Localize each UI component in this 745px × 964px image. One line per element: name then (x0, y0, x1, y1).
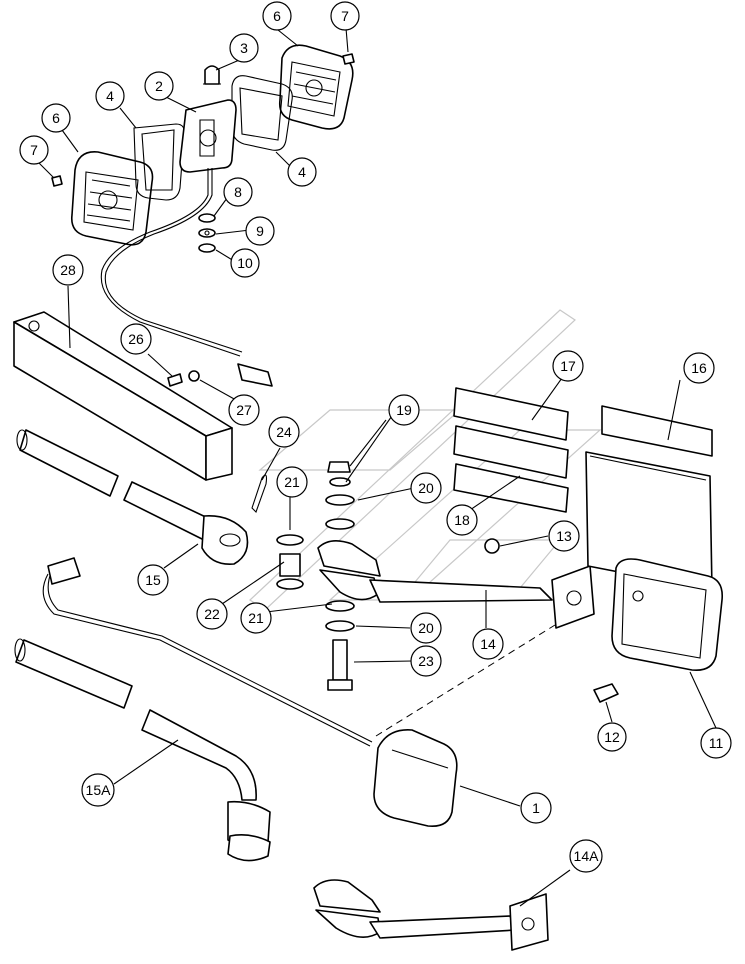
arm-tube-lower (14, 638, 271, 862)
arm-bracket-right (317, 540, 595, 629)
svg-text:14A: 14A (574, 848, 600, 864)
callout-12: 12 (597, 722, 627, 752)
callout-3: 3 (229, 33, 259, 63)
screw-upper (342, 53, 355, 65)
svg-text:13: 13 (556, 528, 572, 544)
callout-18: 18 (446, 504, 478, 536)
svg-text:9: 9 (256, 223, 264, 239)
callout-10: 10 (230, 248, 260, 278)
callout-6a: 6 (262, 1, 292, 31)
svg-text:10: 10 (237, 255, 253, 271)
svg-text:15: 15 (145, 572, 161, 588)
lamp-lens-left (70, 151, 154, 246)
svg-text:3: 3 (240, 40, 248, 56)
svg-text:4: 4 (106, 88, 114, 104)
small-nut (188, 370, 200, 382)
svg-text:4: 4 (298, 164, 306, 180)
svg-text:22: 22 (204, 606, 220, 622)
callout-20b: 20 (410, 612, 442, 644)
svg-text:26: 26 (128, 331, 144, 347)
arm-tube-upper (16, 429, 249, 565)
lower-wire (42, 557, 373, 747)
small-bolt (167, 373, 183, 387)
callout-4a: 4 (95, 81, 125, 111)
leader-lines (35, 27, 717, 907)
screw-lower (51, 175, 63, 187)
callout-7b: 7 (19, 135, 49, 165)
lamp-housing-plate (179, 99, 237, 173)
callout-21b: 21 (240, 602, 272, 634)
bolt-long (327, 639, 353, 691)
callout-13: 13 (548, 520, 580, 552)
callout-14: 14 (472, 628, 504, 660)
svg-text:2: 2 (155, 78, 163, 94)
mirror-glass-16 (601, 405, 713, 457)
callout-20a: 20 (410, 472, 442, 504)
bracket-nut (484, 538, 500, 554)
callout-15: 15 (137, 564, 169, 596)
callout-7a: 7 (330, 1, 360, 31)
alignment-line (375, 624, 556, 737)
pad-18 (453, 425, 569, 513)
callout-17: 17 (552, 350, 584, 382)
svg-text:12: 12 (604, 729, 620, 745)
washer-stack-left (276, 534, 304, 590)
svg-text:6: 6 (52, 110, 60, 126)
callout-26: 26 (120, 323, 152, 355)
svg-text:8: 8 (234, 184, 242, 200)
svg-text:19: 19 (396, 402, 412, 418)
callout-15A: 15A (81, 773, 115, 807)
callout-11: 11 (700, 727, 732, 759)
callout-1: 1 (520, 792, 552, 824)
callout-19: 19 (388, 394, 420, 426)
callout-28: 28 (52, 254, 84, 286)
callout-23: 23 (410, 645, 442, 677)
svg-text:1: 1 (532, 800, 540, 816)
svg-text:17: 17 (560, 358, 576, 374)
lamp-wire (100, 168, 273, 387)
callout-24: 24 (268, 416, 300, 448)
callout-2: 2 (144, 71, 174, 101)
callout-21a: 21 (276, 466, 308, 498)
svg-text:7: 7 (30, 142, 38, 158)
svg-text:27: 27 (236, 402, 252, 418)
mirror-housing (611, 558, 724, 672)
callout-22: 22 (196, 598, 228, 630)
svg-text:18: 18 (454, 512, 470, 528)
callout-14A: 14A (569, 839, 603, 873)
svg-text:15A: 15A (86, 782, 112, 798)
svg-text:28: 28 (60, 262, 76, 278)
pad-17 (453, 387, 569, 441)
svg-text:14: 14 (480, 636, 496, 652)
svg-text:16: 16 (691, 360, 707, 376)
callout-8: 8 (223, 177, 253, 207)
callout-27: 27 (228, 394, 260, 426)
bulb (203, 65, 221, 85)
svg-text:21: 21 (284, 474, 300, 490)
svg-text:20: 20 (418, 620, 434, 636)
svg-text:20: 20 (418, 480, 434, 496)
svg-text:23: 23 (418, 653, 434, 669)
mounting-bar (13, 311, 233, 481)
lamp-lens-right (278, 44, 354, 130)
lamp-unit (373, 729, 458, 828)
clip-pin (251, 474, 268, 514)
washer-stack-right (325, 461, 355, 632)
callout-4b: 4 (287, 157, 317, 187)
arm-bracket-lower (313, 879, 549, 951)
svg-text:11: 11 (709, 735, 724, 751)
callout-6b: 6 (41, 103, 71, 133)
nut-stack (198, 213, 216, 253)
bolt-12 (593, 683, 619, 703)
callout-16: 16 (683, 352, 715, 384)
svg-text:6: 6 (273, 8, 281, 24)
callout-9: 9 (245, 216, 275, 246)
gasket-right (231, 75, 293, 151)
gasket-left (133, 123, 185, 201)
svg-text:7: 7 (341, 8, 349, 24)
svg-text:24: 24 (276, 424, 292, 440)
svg-text:21: 21 (248, 610, 264, 626)
